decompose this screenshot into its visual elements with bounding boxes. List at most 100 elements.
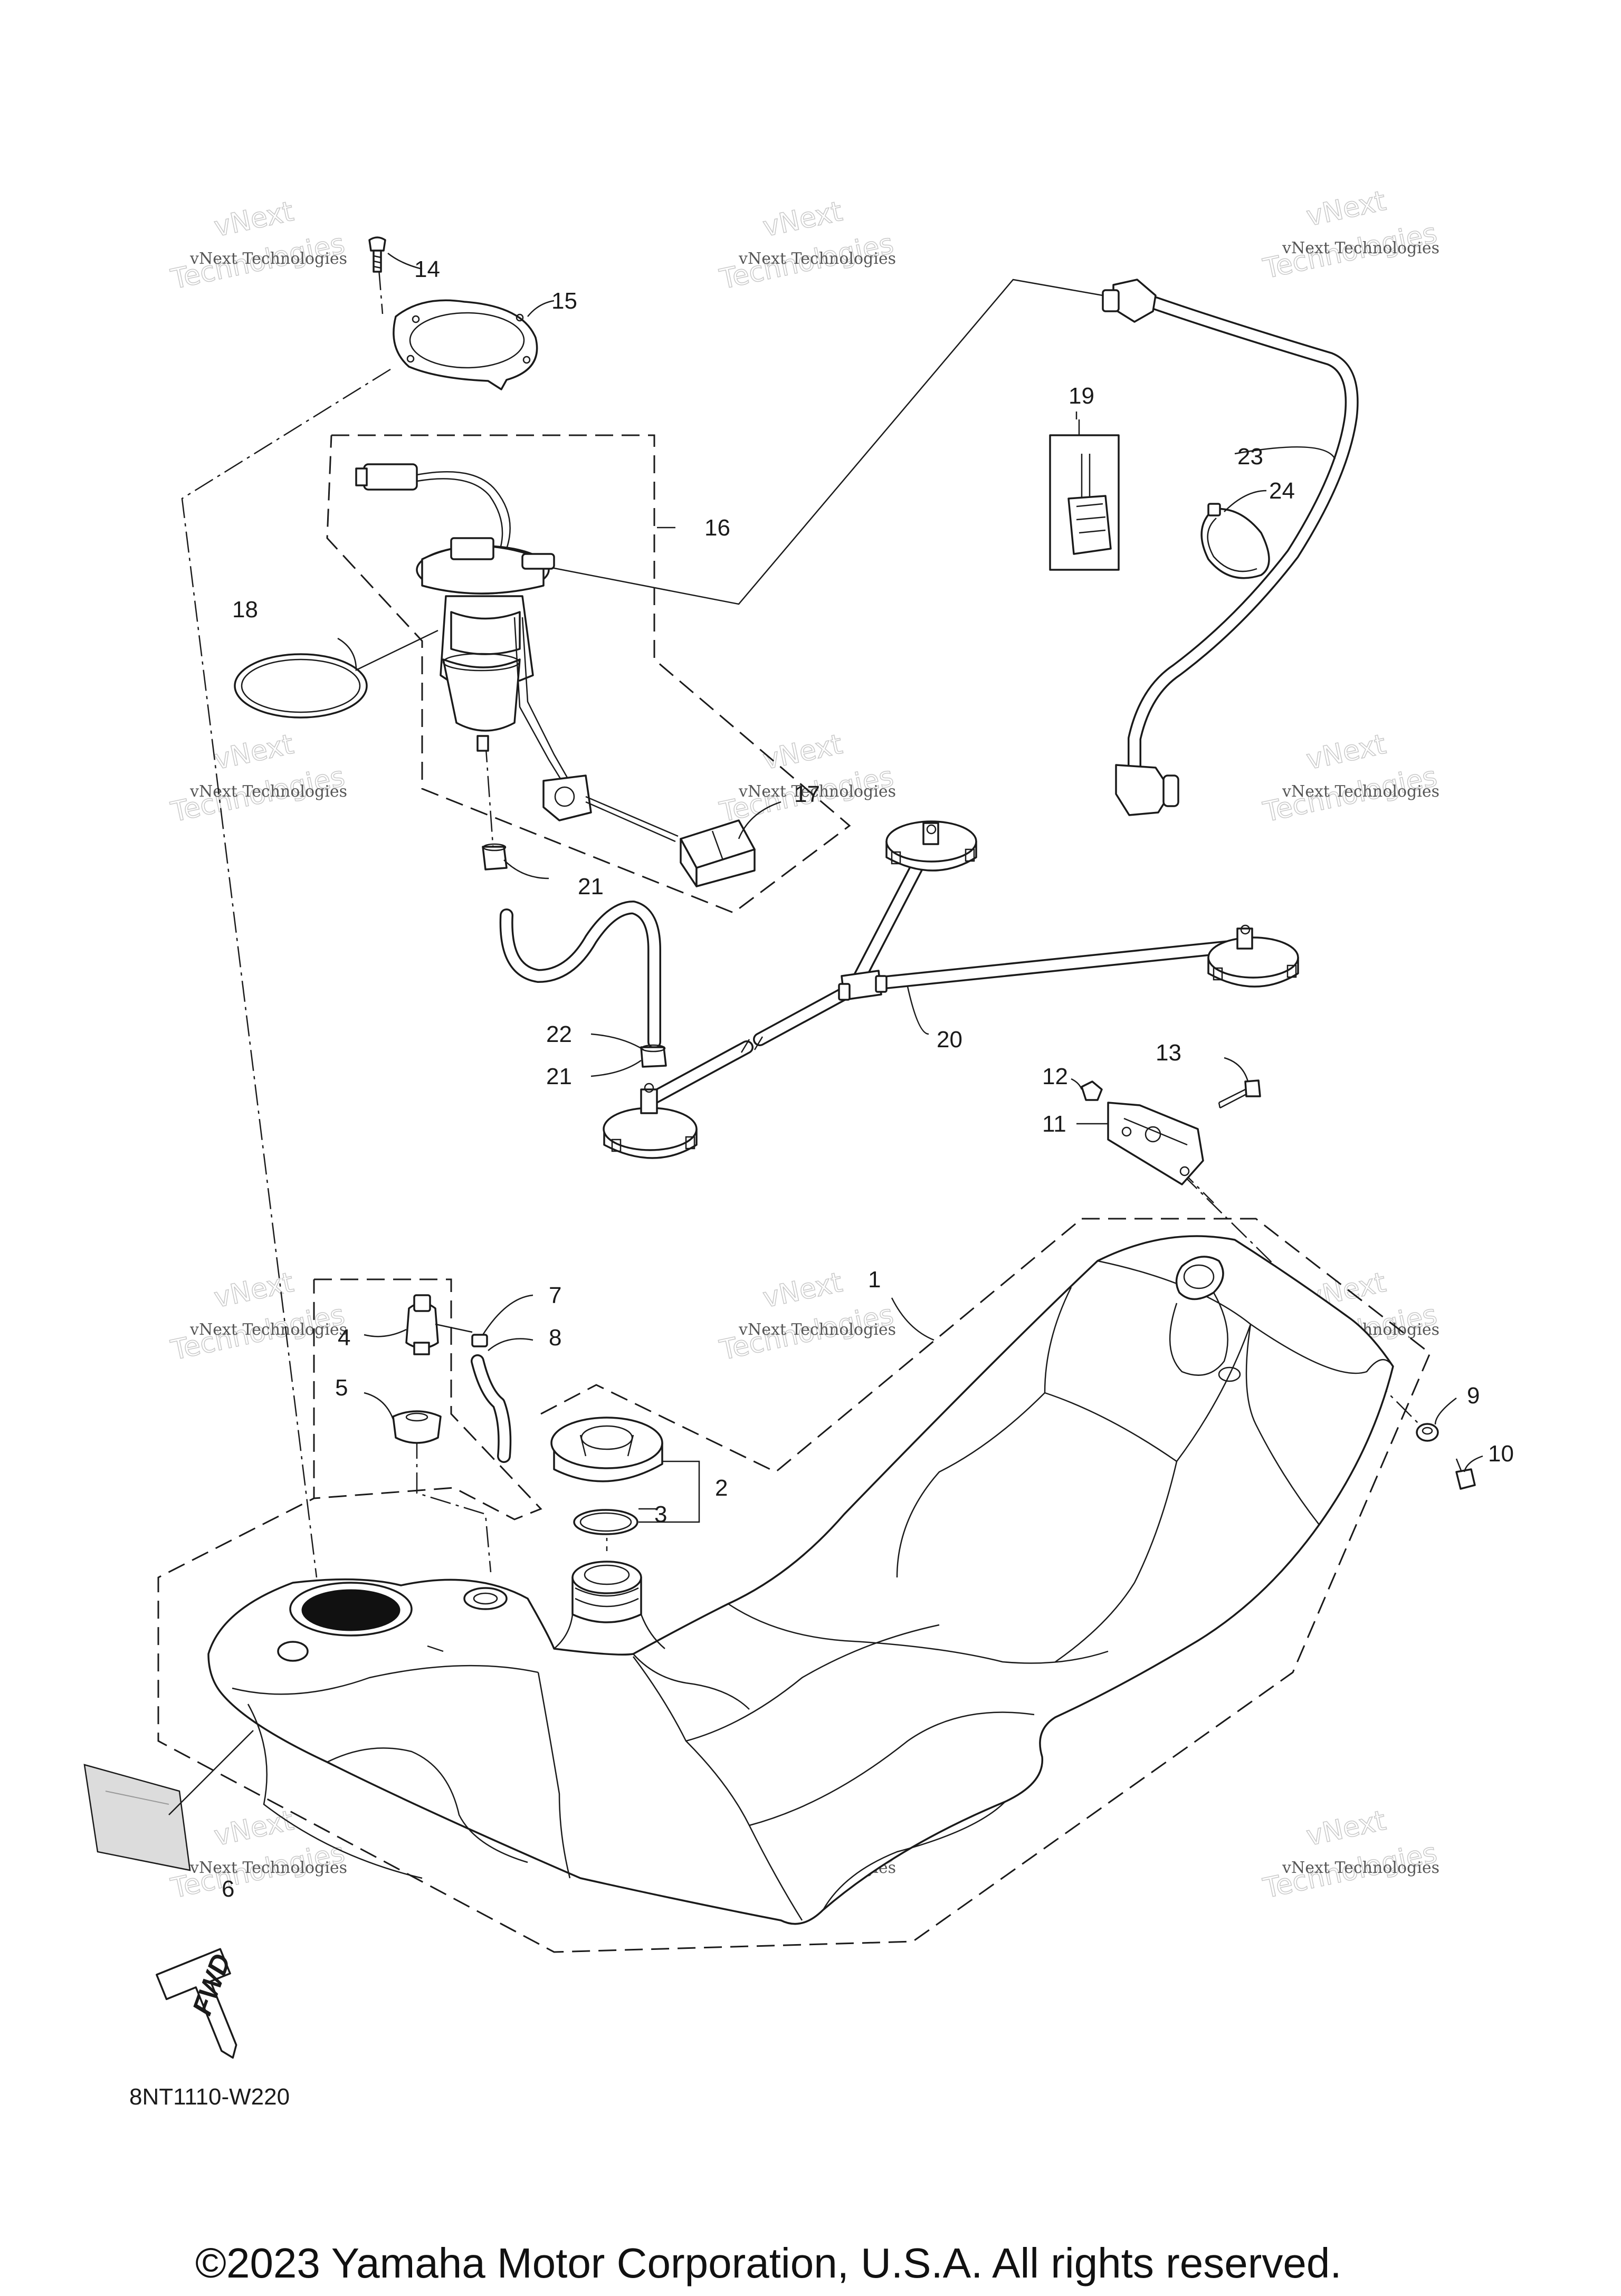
- watermark: vNext Technologies vNext Technologies: [1260, 728, 1441, 829]
- assembly-box-16: [326, 434, 851, 914]
- callout-2: 2: [715, 1475, 728, 1501]
- callouts: 1 2 3 4 5 6 7 8 9 10 11 12 13 14 15 16 1…: [222, 256, 1514, 1902]
- assembly-boxes: [157, 434, 1431, 1953]
- rollover-valve-cap-top: [885, 820, 977, 872]
- breather-hose-20: [647, 837, 1236, 1104]
- callout-5: 5: [335, 1375, 348, 1401]
- callout-9: 9: [1467, 1383, 1480, 1409]
- svg-text:vNext Technologies: vNext Technologies: [738, 1321, 896, 1339]
- callout-16: 16: [704, 515, 730, 541]
- watermark: vNext Technologies vNext Technologies: [1260, 185, 1441, 285]
- callout-24: 24: [1269, 478, 1295, 504]
- warning-label-6: [83, 1730, 254, 1871]
- reference-line: [378, 269, 384, 314]
- svg-text:vNext Technologies: vNext Technologies: [189, 1321, 347, 1339]
- callout-13: 13: [1156, 1040, 1181, 1066]
- callout-21-lower: 21: [546, 1064, 572, 1089]
- filler-cap-2: [550, 1417, 663, 1482]
- callout-1: 1: [868, 1267, 881, 1293]
- callout-22: 22: [546, 1021, 572, 1047]
- bracket-11: [1107, 1102, 1204, 1185]
- svg-text:vNext Technologies: vNext Technologies: [738, 782, 896, 801]
- callout-7: 7: [549, 1283, 561, 1308]
- watermark: vNext Technologies vNext Technologies: [168, 728, 348, 829]
- callout-21-upper: 21: [578, 874, 604, 900]
- gasket-3: [573, 1509, 638, 1535]
- callout-18: 18: [232, 597, 258, 623]
- watermark: vNext Technologies vNext Technologies: [168, 195, 348, 296]
- reference-line: [416, 1438, 492, 1573]
- svg-text:vNext: vNext: [212, 1805, 297, 1852]
- callout-12: 12: [1042, 1064, 1068, 1089]
- relay-19: [1049, 419, 1120, 571]
- callout-11: 11: [1042, 1111, 1066, 1137]
- joint-7: [471, 1334, 488, 1347]
- callout-23: 23: [1237, 444, 1263, 470]
- svg-text:vNext Technologies: vNext Technologies: [189, 782, 347, 801]
- hose-clamp-21-lower: [640, 1044, 667, 1068]
- gasket-15: [393, 299, 538, 390]
- watermark: vNext Technologies vNext Technologies: [1260, 1804, 1441, 1905]
- reference-line: [181, 368, 391, 1578]
- callout-15: 15: [551, 288, 577, 314]
- svg-text:vNext: vNext: [212, 196, 297, 243]
- assembly-box-cap: [540, 1218, 1082, 1473]
- svg-text:vNext Technologies: vNext Technologies: [189, 250, 347, 268]
- svg-text:vNext Technologies: vNext Technologies: [1282, 782, 1439, 801]
- reference-line: [484, 741, 494, 853]
- copyright-notice: ©2023 Yamaha Motor Corporation, U.S.A. A…: [195, 2240, 1342, 2287]
- svg-text:vNext Technologies: vNext Technologies: [1282, 1859, 1439, 1877]
- svg-text:vNext Technologies: vNext Technologies: [1282, 239, 1439, 257]
- fuel-pump-16: [355, 463, 679, 843]
- bolt-12: [1081, 1080, 1103, 1101]
- callout-4: 4: [338, 1325, 350, 1351]
- svg-text:vNext: vNext: [212, 729, 297, 776]
- grommet-9: [1416, 1423, 1439, 1442]
- callout-19: 19: [1069, 383, 1094, 409]
- level-sender: [542, 774, 592, 821]
- callout-20: 20: [937, 1027, 962, 1053]
- hose-8: [471, 1354, 512, 1463]
- rollover-valve-cap-right: [1207, 924, 1299, 988]
- fuel-tank-1: [207, 1235, 1394, 1925]
- assembly-box-4: [313, 1278, 542, 1520]
- fuel-hose-23: [1102, 279, 1359, 816]
- grommet-5: [392, 1410, 442, 1444]
- bolt-10: [1455, 1458, 1476, 1490]
- svg-text:vNext: vNext: [1304, 729, 1389, 776]
- diagram-code: 8NT1110-W220: [129, 2084, 290, 2110]
- svg-text:vNext: vNext: [760, 729, 845, 776]
- hose-clamp-21-upper: [482, 843, 508, 870]
- svg-text:vNext Technologies: vNext Technologies: [189, 1859, 347, 1877]
- float-17: [680, 819, 756, 887]
- bolt-13: [1218, 1079, 1261, 1109]
- watermark: vNext Technologies vNext Technologies: [717, 728, 897, 829]
- rollover-valve-cap-left: [603, 1083, 698, 1159]
- watermark: vNext Technologies vNext Technologies: [717, 195, 897, 296]
- callout-17: 17: [794, 781, 820, 807]
- hose-22: [499, 901, 661, 1049]
- assembly-box-1: [157, 1218, 1431, 1953]
- pump-connector: [363, 463, 418, 491]
- leader-lines: [337, 253, 1483, 1523]
- svg-text:vNext Technologies: vNext Technologies: [738, 250, 896, 268]
- callout-10: 10: [1488, 1441, 1514, 1467]
- watermark: vNext Technologies vNext Technologies: [168, 1804, 348, 1905]
- svg-text:vNext: vNext: [1304, 1805, 1389, 1852]
- svg-text:vNext: vNext: [760, 196, 845, 243]
- watermark: vNext Technologies vNext Technologies: [168, 1266, 348, 1367]
- svg-text:vNext: vNext: [760, 1267, 845, 1314]
- fwd-arrow-icon: FWD: [156, 1948, 237, 2059]
- callout-6: 6: [222, 1876, 234, 1902]
- callout-14: 14: [414, 256, 440, 282]
- bolt-14: [368, 236, 386, 273]
- o-ring-18: [234, 653, 368, 719]
- svg-text:vNext: vNext: [212, 1267, 297, 1314]
- clamp-24: [1200, 503, 1270, 579]
- svg-text:vNext: vNext: [1304, 185, 1389, 233]
- callout-8: 8: [549, 1325, 561, 1351]
- callout-3: 3: [654, 1501, 667, 1527]
- sensor-4: [405, 1294, 473, 1355]
- reference-line: [548, 279, 1103, 605]
